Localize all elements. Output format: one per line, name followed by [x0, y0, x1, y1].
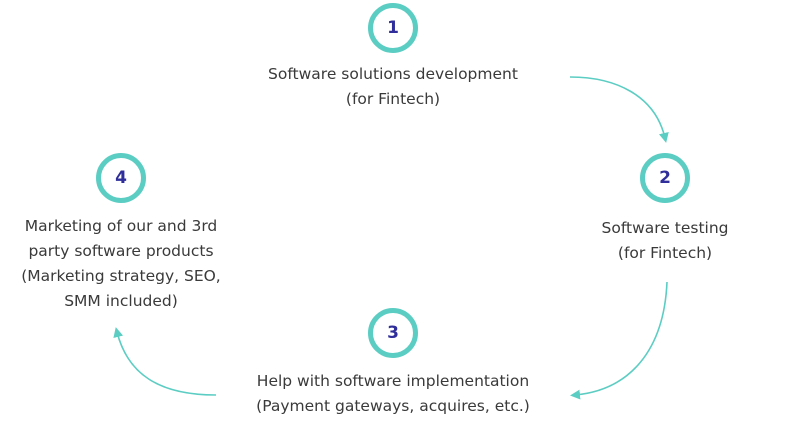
arrow-step1-to-step2 [569, 76, 669, 143]
step-1-label: Software solutions development (for Fint… [193, 62, 593, 112]
step-4-line-2: party software products [28, 242, 214, 260]
step-2-line-2: (for Fintech) [617, 244, 713, 262]
step-2-number: 2 [659, 168, 671, 188]
step-1-badge: 1 [368, 3, 418, 53]
arrow-step3-to-step4 [113, 327, 217, 396]
step-3-number: 3 [387, 323, 399, 343]
step-4-number: 4 [115, 168, 127, 188]
arrow-step2-to-step3 [570, 281, 668, 400]
step-1-number: 1 [387, 18, 399, 38]
step-3-line-1: Help with software implementation [256, 372, 530, 390]
step-1-line-1: Software solutions development [268, 65, 518, 83]
step-2-label: Software testing (for Fintech) [570, 216, 760, 266]
step-3-badge: 3 [368, 308, 418, 358]
step-4-line-4: SMM included) [64, 292, 178, 310]
step-2-line-1: Software testing [601, 219, 729, 237]
step-4-line-3: (Marketing strategy, SEO, [21, 267, 221, 285]
step-3-label: Help with software implementation (Payme… [193, 369, 593, 419]
step-4-label: Marketing of our and 3rd party software … [0, 214, 242, 314]
step-1-line-2: (for Fintech) [345, 90, 441, 108]
step-4-line-1: Marketing of our and 3rd [24, 217, 218, 235]
step-2-badge: 2 [640, 153, 690, 203]
step-4-badge: 4 [96, 153, 146, 203]
step-3-line-2: (Payment gateways, acquires, etc.) [256, 397, 530, 415]
